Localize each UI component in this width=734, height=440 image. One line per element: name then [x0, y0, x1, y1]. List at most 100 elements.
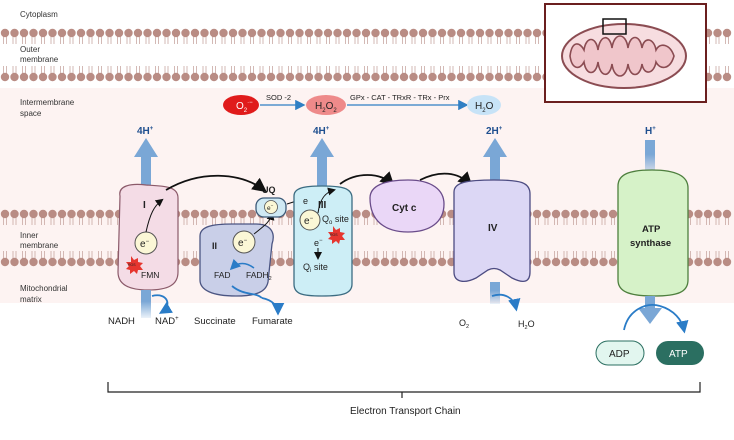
outer-membrane-lipid-head: [361, 72, 371, 82]
inner-membrane-lipid-head: [399, 257, 409, 267]
outer-membrane-lipid-head: [247, 72, 257, 82]
outer-membrane-lipid-head: [333, 72, 342, 82]
o2-to-h2o-arrow: [491, 293, 521, 312]
outer-membrane-lipid-head: [181, 28, 190, 38]
outer-membrane-lipid-head: [342, 72, 352, 82]
outer-membrane-lipid-head: [466, 72, 475, 82]
outer-membrane-lipid-head: [399, 72, 409, 82]
outer-membrane-lipid-head: [171, 72, 181, 82]
region-intermembrane-1: Intermembrane: [20, 98, 75, 107]
complex-iv: IV: [453, 179, 531, 283]
proton-label-c3: 4H+: [313, 126, 330, 137]
outer-membrane-lipid-head: [200, 72, 209, 82]
outer-membrane-lipid-head: [133, 72, 143, 82]
electron-uq: [264, 200, 278, 214]
outer-membrane-lipid-head: [314, 28, 323, 38]
inner-membrane-lipid-head: [38, 209, 48, 219]
electron-c3-label: e−: [304, 216, 314, 227]
outer-membrane-lipid-head: [86, 72, 95, 82]
electron-path-c1-up: [145, 198, 164, 233]
inner-membrane-lipid-head: [181, 257, 190, 267]
inner-membrane-lipid-head: [57, 257, 67, 267]
outer-membrane-lipid-head: [504, 72, 513, 82]
electron-c2: [232, 230, 256, 254]
outer-membrane-lipid-head: [409, 72, 418, 82]
outer-membrane-lipid-head: [295, 72, 304, 82]
outer-membrane-lipid-head: [171, 28, 181, 38]
outer-membrane-lipid-head: [38, 28, 48, 38]
outer-membrane-lipid-head: [67, 28, 76, 38]
outer-membrane-lipid-head: [504, 28, 513, 38]
outer-membrane-lipid-head: [86, 28, 95, 38]
inner-membrane-lipid-head: [190, 257, 200, 267]
outer-membrane-lipid-head: [485, 72, 494, 82]
inner-membrane-lipid-head: [390, 257, 399, 267]
atp-label: ATP: [669, 349, 688, 360]
outer-membrane-lipid-head: [352, 72, 361, 82]
etc-label: Electron Transport Chain: [350, 406, 461, 417]
outer-membrane-lipid-head: [257, 28, 266, 38]
outer-membrane-lipid-head: [276, 28, 285, 38]
outer-membrane-lipid-head: [371, 28, 380, 38]
inner-membrane-lipid-head: [542, 257, 551, 267]
outer-membrane-lipid-head: [456, 28, 466, 38]
outer-membrane-lipid-head: [266, 72, 276, 82]
outer-membrane-lipid-head: [475, 72, 485, 82]
inner-membrane-lipid-head: [608, 257, 618, 267]
complex-i: I e− ROS FMN: [117, 183, 179, 291]
proton-label-c4: 2H+: [486, 126, 503, 137]
outer-membrane-lipid-head: [95, 72, 105, 82]
outer-membrane-lipid-head: [266, 28, 276, 38]
inner-membrane-lipid-head: [570, 209, 580, 219]
inner-membrane-lipid-head: [105, 209, 114, 219]
fumarate-label: Fumarate: [252, 316, 293, 327]
complex-ii-label: II: [212, 241, 217, 251]
outer-membrane-lipid-head: [133, 28, 143, 38]
ros-badge-c1: ROS: [128, 263, 136, 267]
fadh2-label: FADH2: [246, 270, 272, 282]
outer-membrane-lipid-head: [162, 72, 171, 82]
outer-membrane-lipid-head: [228, 28, 238, 38]
inner-membrane-lipid-head: [561, 257, 570, 267]
complex-iv-label: IV: [488, 223, 498, 234]
outer-membrane-lipid-head: [0, 28, 10, 38]
h2o2-label: H2O2: [315, 101, 337, 114]
inner-membrane-lipid-head: [57, 209, 67, 219]
outer-membrane-lipid-head: [418, 72, 428, 82]
outer-membrane-lipid-head: [152, 72, 162, 82]
electron-c3-top: e: [303, 196, 308, 206]
inner-membrane-lipid-head: [352, 257, 361, 267]
electron-path-c3-up: [317, 187, 336, 214]
electron-c1-label: e−: [140, 239, 150, 250]
outer-membrane-lipid-head: [399, 28, 409, 38]
outer-membrane-lipid-head: [722, 28, 732, 38]
atp-synthase: ATP synthase: [617, 169, 689, 297]
outer-membrane-lipid-head: [323, 72, 333, 82]
complex-iii-label: III: [318, 200, 327, 211]
outer-membrane-lipid-head: [76, 28, 86, 38]
outer-membrane-lipid-head: [409, 28, 418, 38]
inner-membrane-lipid-head: [95, 257, 105, 267]
succinate-to-fumarate-path: [231, 285, 263, 299]
qi-site-label: Qi site: [303, 262, 328, 274]
nad-label: NAD+: [155, 316, 179, 327]
outer-membrane-lipid-head: [48, 28, 57, 38]
outer-membrane-lipid-head: [238, 72, 247, 82]
electron-c3-lower: e−: [314, 238, 323, 248]
inner-membrane-lipid-head: [19, 257, 29, 267]
outer-membrane-lipid-head: [295, 28, 304, 38]
inner-membrane-lipid-head: [76, 209, 86, 219]
h2o-node: [467, 95, 501, 115]
outer-membrane-lipid-head: [19, 72, 29, 82]
ros-burst-c3-icon: [328, 226, 345, 244]
uq-label: UQ: [262, 185, 276, 195]
proton-arrow-c3-shaft: [317, 155, 327, 200]
inner-membrane-lipid-head: [76, 257, 86, 267]
outer-membrane-lipid-head: [447, 28, 456, 38]
outer-membrane-lipid-head: [523, 72, 532, 82]
outer-membrane-lipid-head: [304, 72, 314, 82]
outer-membrane-lipid-head: [380, 28, 390, 38]
inner-membrane-lipid-head: [608, 209, 618, 219]
adp-to-atp-arrow: [659, 305, 689, 334]
